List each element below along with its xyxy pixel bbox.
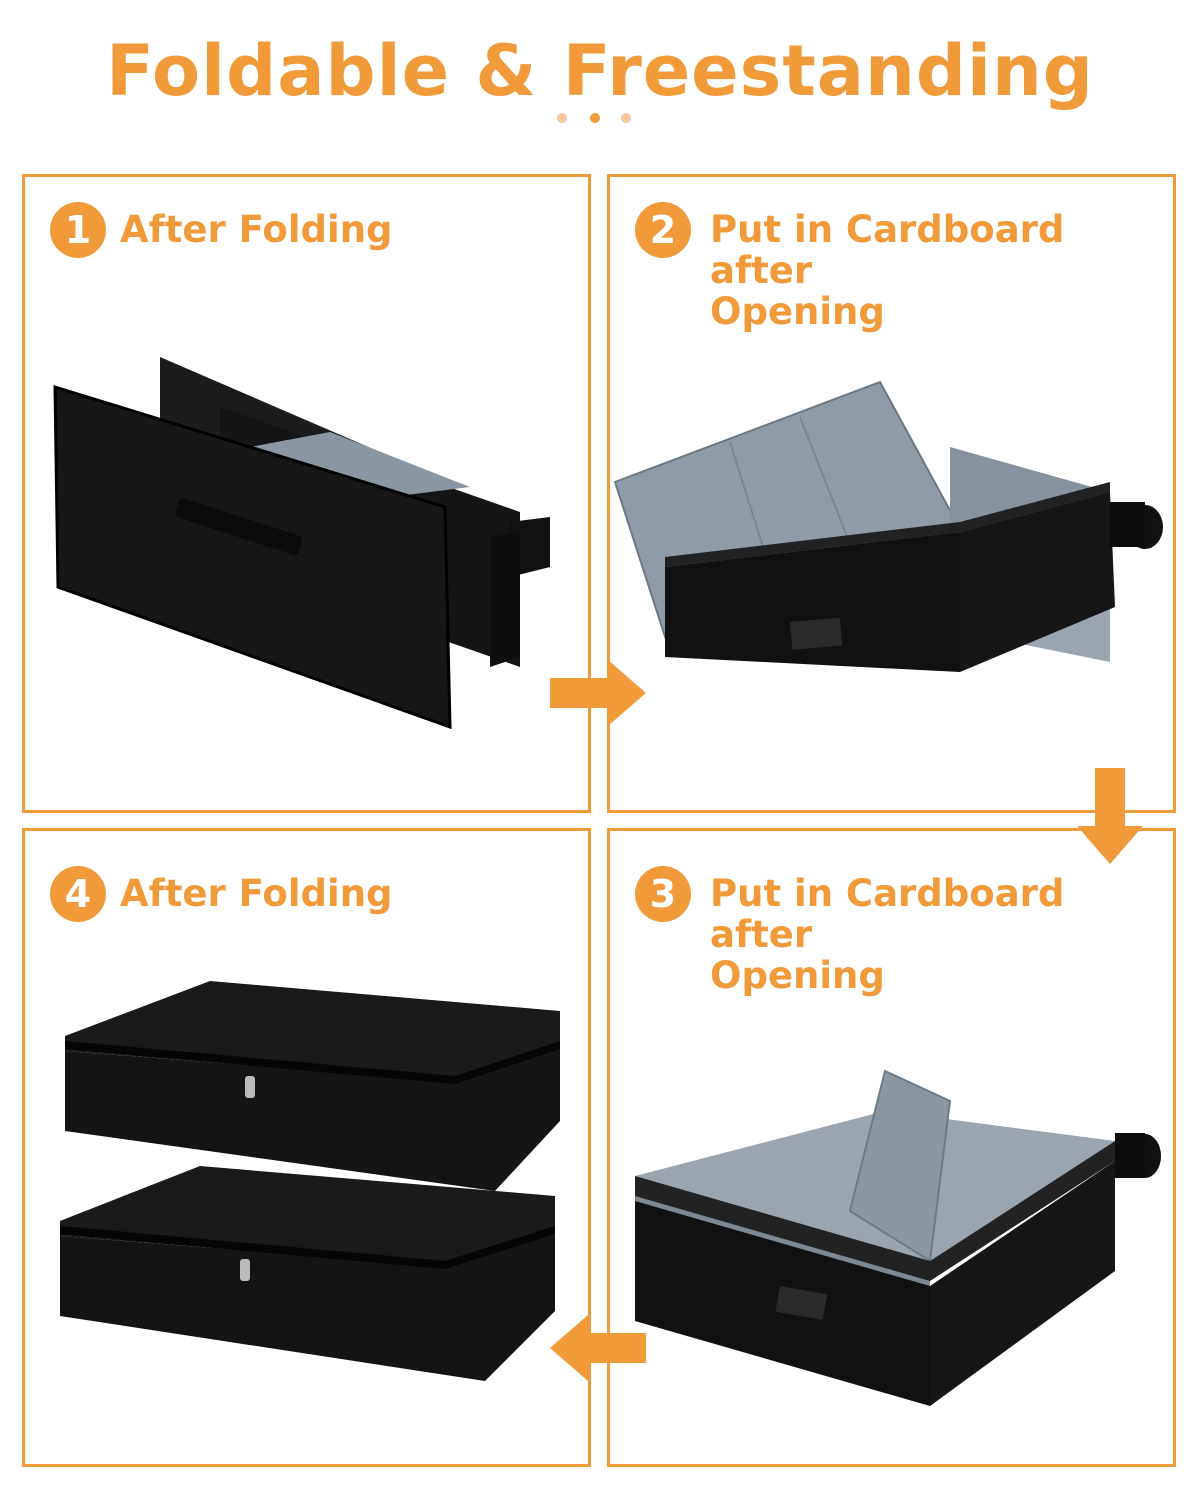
step-2-panel: 2 Put in Cardboard after Opening <box>607 174 1176 813</box>
folded-box-illustration <box>53 357 550 730</box>
title-dots <box>555 111 635 125</box>
opened-box-with-inserted-cardboard-illustration <box>635 1069 1161 1406</box>
page-title: Foldable & Freestanding <box>106 30 1094 112</box>
step-3-heading-line1: Put in Cardboard after <box>710 872 1065 956</box>
opened-box-with-cardboard-illustration <box>613 380 1163 672</box>
dot-1 <box>557 113 567 123</box>
step-2-heading-line2: Opening <box>710 290 885 333</box>
step-1-panel: 1 After Folding <box>22 174 591 813</box>
step-3-panel: 3 Put in Cardboard after Opening <box>607 828 1176 1467</box>
step-4-heading: After Folding <box>120 873 393 914</box>
step-2-heading: Put in Cardboard after Opening <box>710 209 1173 332</box>
closed-box-top <box>65 981 560 1191</box>
closed-box-bottom <box>60 1166 555 1381</box>
step-3-heading: Put in Cardboard after Opening <box>710 873 1173 996</box>
dot-2 <box>590 113 600 123</box>
step-3-badge: 3 <box>635 866 691 922</box>
step-4-heading-line1: After Folding <box>120 872 393 915</box>
step-2-heading-line1: Put in Cardboard after <box>710 208 1065 292</box>
step-4-badge: 4 <box>50 866 106 922</box>
down-arrow-icon <box>1077 768 1143 864</box>
stacked-closed-boxes-illustration <box>60 981 560 1381</box>
step-4-panel: 4 After Folding <box>22 828 591 1467</box>
step-1-heading-line1: After Folding <box>120 208 393 251</box>
step-3-heading-line2: Opening <box>710 954 885 997</box>
step-1-badge: 1 <box>50 202 106 258</box>
dot-3 <box>621 113 631 123</box>
step-1-heading: After Folding <box>120 209 393 250</box>
step-2-badge: 2 <box>635 202 691 258</box>
left-arrow-icon <box>550 1315 646 1381</box>
right-arrow-icon <box>550 660 646 726</box>
